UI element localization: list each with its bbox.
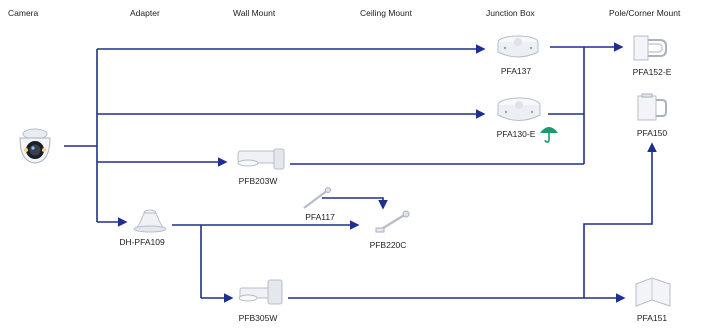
label-dh-pfa109: DH-PFA109 [119,237,165,247]
pfb220c-image [375,210,410,233]
pfa150-image [637,93,667,121]
label-pfa151: PFA151 [636,313,668,323]
pfa117-image [303,187,331,209]
pfa130e-image [497,97,541,121]
pfb305w-image [238,279,283,305]
label-pfb305w: PFB305W [238,313,278,323]
header-adapter: Adapter [130,8,160,18]
header-junction-box: Junction Box [486,8,535,18]
pfa151-image [635,277,671,307]
label-pfa130e: PFA130-E [496,129,536,139]
label-pfa137: PFA137 [500,66,532,76]
dh-pfa109-image [133,209,167,233]
label-pfa117: PFA117 [305,212,335,222]
label-pfb203w: PFB203W [238,176,278,186]
connector-corner-vertical [583,142,657,298]
header-ceiling-mount: Ceiling Mount [360,8,412,18]
dome-camera-icon [19,128,51,164]
pfa137-image [497,35,539,58]
pfa152e-image [633,35,667,61]
header-pole-corner-mount: Pole/Corner Mount [609,8,681,18]
header-wall-mount: Wall Mount [233,8,276,18]
connector-pfa117-to-pfb220c [322,197,388,210]
label-pfb220c: PFB220C [369,240,407,250]
label-pfa150: PFA150 [636,128,668,138]
umbrella-icon [540,127,558,143]
header-camera: Camera [8,8,39,18]
label-pfa152e: PFA152-E [632,67,672,77]
pfb203w-image [237,148,285,170]
